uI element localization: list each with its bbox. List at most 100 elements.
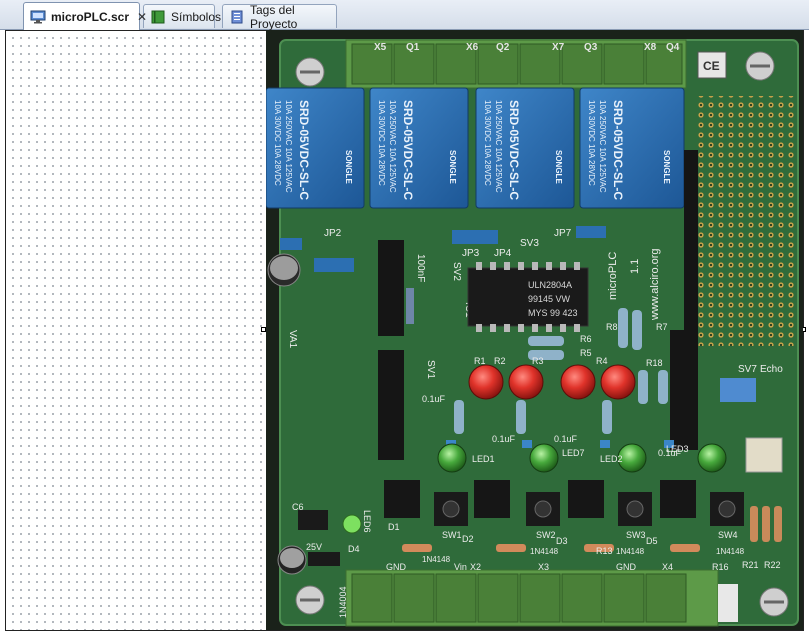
header-label: X7 (552, 42, 565, 53)
top-terminal-block: X5 Q1 X6 Q2 X7 Q3 X8 Q4 (345, 39, 687, 89)
svg-text:D4: D4 (348, 544, 360, 554)
svg-text:D1: D1 (388, 522, 400, 532)
svg-text:0.1uF: 0.1uF (554, 434, 578, 444)
svg-text:100nF: 100nF (415, 254, 426, 282)
svg-text:SW2: SW2 (536, 530, 556, 540)
svg-text:99145 VW: 99145 VW (528, 294, 571, 304)
svg-text:X4: X4 (662, 562, 673, 572)
close-tab-icon[interactable]: ✕ (137, 9, 148, 24)
diode-group (402, 544, 700, 552)
svg-text:microPLC: microPLC (607, 252, 619, 300)
tab-label: Tags del Proyecto (250, 2, 298, 31)
svg-text:1N4148: 1N4148 (616, 547, 645, 556)
jumper-icon (280, 238, 302, 250)
svg-text:JP2: JP2 (324, 228, 342, 239)
svg-text:www.alciro.org: www.alciro.org (649, 248, 661, 321)
svg-text:LED7: LED7 (562, 448, 585, 458)
svg-text:D3: D3 (556, 536, 568, 546)
monitor-icon (30, 10, 46, 23)
svg-text:R1: R1 (474, 356, 486, 366)
svg-text:LED6: LED6 (362, 510, 372, 533)
svg-text:SW1: SW1 (442, 530, 462, 540)
svg-text:SRD-05VDC-SL-C: SRD-05VDC-SL-C (401, 100, 415, 200)
pin-header (684, 150, 698, 450)
prototype-area (698, 96, 794, 346)
svg-text:R16: R16 (712, 562, 729, 572)
relay-group: SRD-05VDC-SL-C 10A 250VAC 10A 125VAC 10A… (266, 87, 685, 209)
tab-label: microPLC.scr (51, 9, 130, 24)
svg-text:LED1: LED1 (472, 454, 495, 464)
svg-text:1.1: 1.1 (629, 259, 641, 274)
svg-text:SONGLE: SONGLE (344, 150, 353, 184)
svg-text:SONGLE: SONGLE (662, 150, 671, 184)
svg-text:SRD-05VDC-SL-C: SRD-05VDC-SL-C (297, 100, 311, 200)
svg-text:X2: X2 (470, 562, 481, 572)
header-label: X6 (466, 42, 479, 53)
svg-text:SW3: SW3 (626, 530, 646, 540)
svg-text:JP3: JP3 (462, 248, 480, 259)
svg-text:SV3: SV3 (520, 238, 539, 249)
svg-text:R4: R4 (596, 356, 608, 366)
svg-text:LED3: LED3 (666, 444, 689, 454)
svg-text:SV2: SV2 (451, 262, 462, 281)
header-label: X5 (374, 42, 387, 53)
svg-text:SRD-05VDC-SL-C: SRD-05VDC-SL-C (611, 100, 625, 200)
svg-text:D2: D2 (462, 534, 474, 544)
tab-microplc-scr[interactable]: microPLC.scr ✕ (23, 2, 147, 30)
bottom-terminal-block (345, 569, 738, 627)
header-label: Q2 (496, 42, 510, 53)
svg-text:R13: R13 (596, 546, 613, 556)
green-led-group (437, 443, 727, 473)
red-led-group (468, 364, 636, 400)
tab-tags-del-proyecto[interactable]: Tags del Proyecto (222, 2, 337, 31)
svg-text:10A 250VAC 10A 125VAC: 10A 250VAC 10A 125VAC (388, 100, 397, 193)
pcb-photo-image[interactable]: X5 Q1 X6 Q2 X7 Q3 X8 Q4 CE SRD-05VDC-SL-… (266, 30, 803, 630)
jumper-sv7 (720, 378, 756, 402)
svg-text:10A 250VAC 10A 125VAC: 10A 250VAC 10A 125VAC (598, 100, 607, 193)
svg-text:0.1uF: 0.1uF (658, 448, 682, 458)
svg-text:D5: D5 (646, 536, 658, 546)
svg-text:0.1uF: 0.1uF (492, 434, 516, 444)
header-label: Q1 (406, 42, 420, 53)
svg-text:Vin: Vin (454, 562, 467, 572)
svg-text:1N4148: 1N4148 (422, 555, 451, 564)
svg-text:R8: R8 (606, 322, 618, 332)
svg-text:C6: C6 (292, 502, 304, 512)
tab-label: Símbolos (171, 9, 222, 24)
document-icon (231, 10, 243, 23)
svg-text:JP7: JP7 (554, 228, 572, 239)
svg-text:LED2: LED2 (600, 454, 623, 464)
svg-text:R5: R5 (580, 348, 592, 358)
svg-text:X3: X3 (538, 562, 549, 572)
svg-text:MYS 99 423: MYS 99 423 (528, 308, 578, 318)
svg-text:10A 30VDC 10A 28VDC: 10A 30VDC 10A 28VDC (483, 100, 492, 186)
document-tab-strip: microPLC.scr ✕ Símbolos Tags del Proyect… (0, 0, 809, 31)
header-label: Q4 (666, 42, 680, 53)
svg-text:SONGLE: SONGLE (554, 150, 563, 184)
optocoupler-group (384, 480, 696, 518)
svg-text:0.1uF: 0.1uF (422, 394, 446, 404)
svg-text:R6: R6 (580, 334, 592, 344)
svg-text:10A 30VDC 10A 28VDC: 10A 30VDC 10A 28VDC (377, 100, 386, 186)
header-label: X8 (644, 42, 657, 53)
svg-text:R2: R2 (494, 356, 506, 366)
svg-text:R21: R21 (742, 560, 759, 570)
svg-text:SV1: SV1 (425, 360, 436, 379)
svg-text:SRD-05VDC-SL-C: SRD-05VDC-SL-C (507, 100, 521, 200)
svg-text:10A 30VDC 10A 28VDC: 10A 30VDC 10A 28VDC (587, 100, 596, 186)
svg-text:SONGLE: SONGLE (448, 150, 457, 184)
svg-text:ULN2804A: ULN2804A (528, 280, 572, 290)
svg-text:VA1: VA1 (287, 330, 298, 349)
svg-text:10A 250VAC 10A 125VAC: 10A 250VAC 10A 125VAC (494, 100, 503, 193)
resistor-group (454, 308, 782, 542)
svg-text:1N4148: 1N4148 (716, 547, 745, 556)
svg-text:1N4004: 1N4004 (338, 586, 348, 618)
svg-text:Echo: Echo (760, 364, 783, 375)
header-label: Q3 (584, 42, 598, 53)
svg-text:25V: 25V (306, 542, 322, 552)
svg-text:GND: GND (386, 562, 407, 572)
svg-text:R18: R18 (646, 358, 663, 368)
tab-simbolos[interactable]: Símbolos (143, 4, 221, 28)
resize-handle-left[interactable] (261, 327, 266, 332)
svg-text:SW4: SW4 (718, 530, 738, 540)
